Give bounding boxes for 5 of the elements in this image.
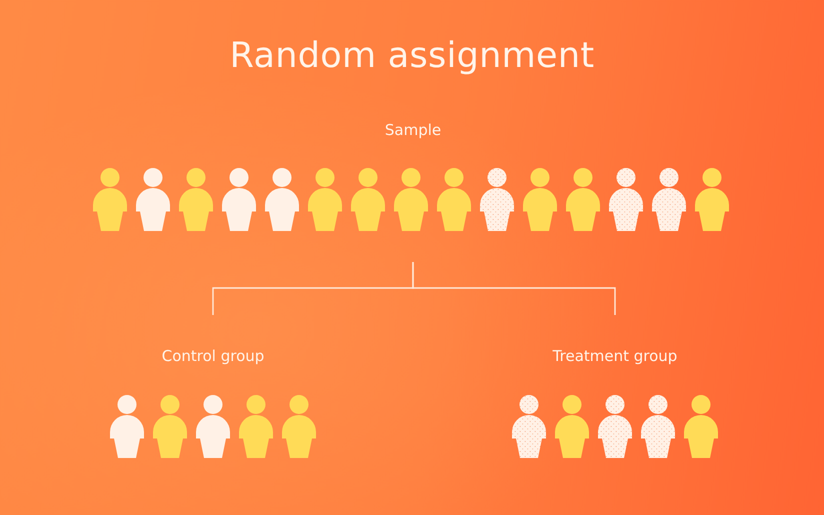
diagram-title: Random assignment xyxy=(230,36,594,76)
connector-line xyxy=(412,262,616,315)
group-label: Treatment group xyxy=(552,347,678,365)
group-label: Sample xyxy=(384,121,442,139)
group-label: Control group xyxy=(162,347,264,365)
